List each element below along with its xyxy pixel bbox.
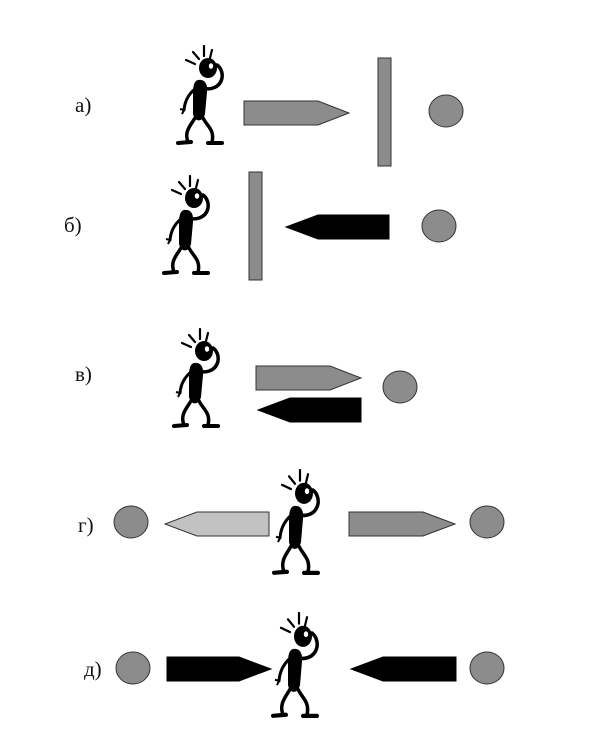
- scratching-head-figure-icon: [273, 613, 317, 716]
- scratching-head-figure-icon: [274, 470, 318, 573]
- circle-icon: [469, 505, 505, 539]
- circle-icon: [421, 209, 457, 243]
- circle-icon: [115, 651, 151, 685]
- arrow-icon: [166, 656, 273, 682]
- row-c: в): [75, 327, 418, 428]
- scratching-head-figure-icon: [162, 174, 211, 275]
- row-label: б): [64, 213, 82, 237]
- row-d: г): [78, 470, 505, 573]
- circle-icon: [113, 505, 149, 539]
- arrow-icon: [256, 397, 362, 423]
- scratching-head-figure-icon: [172, 327, 221, 428]
- scratching-head-figure-icon: [176, 44, 225, 145]
- wall-icon: [377, 57, 392, 167]
- arrow-icon: [243, 100, 351, 126]
- arrow-icon: [284, 214, 390, 240]
- circle-icon: [469, 651, 505, 685]
- arrow-icon: [163, 511, 270, 537]
- row-e: д): [84, 613, 505, 716]
- wall-icon: [248, 171, 263, 281]
- arrow-icon: [255, 365, 363, 391]
- arrow-icon: [349, 656, 457, 682]
- circle-icon: [428, 94, 464, 128]
- row-label: г): [78, 513, 94, 537]
- row-label: в): [75, 362, 92, 386]
- arrow-icon: [348, 511, 457, 537]
- row-label: д): [84, 657, 102, 681]
- row-b: б): [64, 171, 457, 281]
- row-label: а): [75, 93, 91, 117]
- row-a: а): [75, 44, 464, 167]
- circle-icon: [382, 370, 418, 404]
